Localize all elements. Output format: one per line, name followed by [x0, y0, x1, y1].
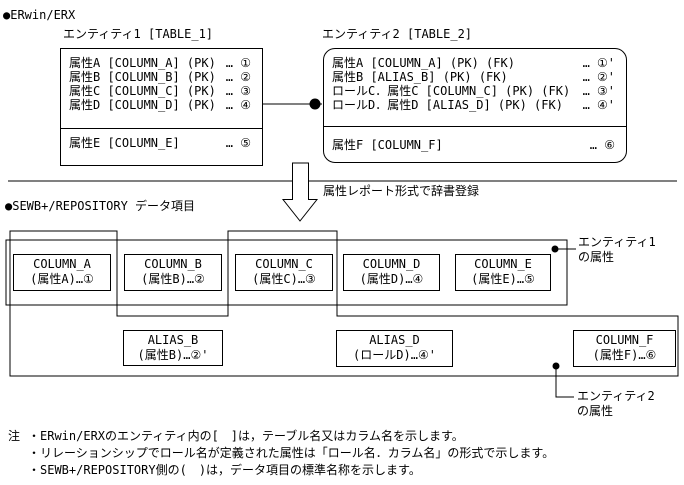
- data-item-label: (ロールD)…④': [353, 348, 436, 362]
- entity2-group-label: エンティティ2 の属性: [577, 389, 655, 419]
- attribute-ref: … ①: [225, 56, 251, 70]
- note-line: ・ERwin/ERXのエンティティ内の[ ]は，テーブル名又はカラム名を示します…: [28, 429, 464, 443]
- data-item-box-column-f: COLUMN_F (属性F)…⑥: [573, 330, 676, 367]
- attribute-text: ロールC．属性C [COLUMN_C] (PK) (FK): [332, 84, 571, 98]
- data-item-box-alias-b: ALIAS_B (属性B)…②': [123, 330, 223, 366]
- attribute-text: 属性D [COLUMN_D] (PK): [69, 98, 216, 112]
- entity2-row: 属性F [COLUMN_F] … ⑥: [324, 138, 626, 152]
- entity1-box: 属性A [COLUMN_A] (PK) … ① 属性B [COLUMN_B] (…: [60, 48, 263, 166]
- note-line: ・リレーションシップでロール名が定義された属性は「ロール名．カラム名」の形式で示…: [28, 446, 555, 460]
- attribute-text: 属性C [COLUMN_C] (PK): [69, 84, 216, 98]
- entity2-title: エンティティ2 [TABLE_2]: [322, 27, 473, 41]
- entity2-box: 属性A [COLUMN_A] (PK) (FK) … ①' 属性B [ALIAS…: [323, 48, 627, 163]
- data-item-name: COLUMN_B: [144, 257, 202, 271]
- attribute-text: ロールD．属性D [ALIAS_D] (PK) (FK): [332, 98, 563, 112]
- attribute-ref: … ③': [582, 84, 615, 98]
- data-item-box-alias-d: ALIAS_D (ロールD)…④': [336, 330, 453, 367]
- data-item-label: (属性C)…③: [252, 272, 316, 286]
- data-item-label: (属性A)…①: [30, 272, 94, 286]
- entity1-row: 属性A [COLUMN_A] (PK) … ①: [61, 56, 262, 70]
- entity2-key-divider: [324, 126, 626, 127]
- data-item-label: (属性E)…⑤: [471, 272, 535, 286]
- data-item-label: (属性D)…④: [359, 272, 424, 286]
- data-item-name: ALIAS_D: [369, 333, 420, 347]
- entity1-group-label-line1: エンティティ1: [578, 235, 656, 249]
- data-item-box-column-a: COLUMN_A (属性A)…①: [13, 254, 111, 291]
- data-item-label: (属性F)…⑥: [592, 348, 657, 362]
- entity1-title: エンティティ1 [TABLE_1]: [63, 27, 214, 41]
- data-item-box-column-b: COLUMN_B (属性B)…②: [124, 254, 222, 291]
- attribute-ref: … ②': [582, 70, 615, 84]
- entity1-row: 属性B [COLUMN_B] (PK) … ②: [61, 70, 262, 84]
- data-item-name: COLUMN_A: [33, 257, 91, 271]
- data-item-name: ALIAS_B: [147, 333, 199, 347]
- entity2-group-label-line1: エンティティ2: [577, 389, 655, 403]
- entity1-group-label: エンティティ1 の属性: [578, 235, 656, 265]
- attribute-text: 属性B [ALIAS_B] (PK) (FK): [332, 70, 508, 84]
- data-item-label: (属性B)…②: [141, 272, 205, 286]
- entity2-group-label-line2: の属性: [577, 404, 614, 418]
- entity1-key-divider: [61, 128, 262, 129]
- attribute-text: 属性A [COLUMN_A] (PK): [69, 56, 216, 70]
- relationship-dot-icon: [309, 98, 321, 110]
- entity2-row: 属性B [ALIAS_B] (PK) (FK) … ②': [324, 70, 626, 84]
- down-arrow-icon: [281, 162, 319, 222]
- entity2-row: ロールD．属性D [ALIAS_D] (PK) (FK) … ④': [324, 98, 626, 112]
- data-item-box-column-e: COLUMN_E (属性E)…⑤: [455, 254, 551, 291]
- note-line: ・SEWB+/REPOSITORY側の( )は，データ項目の標準名称を示します。: [28, 463, 421, 477]
- entity2-row: ロールC．属性C [COLUMN_C] (PK) (FK) … ③': [324, 84, 626, 98]
- note-marker: 注: [8, 429, 21, 443]
- sewb-section-heading: ●SEWB+/REPOSITORY データ項目: [5, 199, 196, 213]
- entity1-row: 属性C [COLUMN_C] (PK) … ③: [61, 84, 262, 98]
- entity2-row: 属性A [COLUMN_A] (PK) (FK) … ①': [324, 56, 626, 70]
- attribute-ref: … ④': [582, 98, 615, 112]
- transform-arrow-label: 属性レポート形式で辞書登録: [323, 184, 480, 198]
- attribute-text: 属性F [COLUMN_F]: [332, 138, 443, 152]
- entity2-attributes-group-outline: [9, 230, 679, 377]
- data-item-label: (属性B)…②': [137, 348, 209, 362]
- erwin-section-heading: ●ERwin/ERX: [3, 8, 76, 22]
- attribute-ref: … ③: [225, 84, 251, 98]
- entity1-row: 属性E [COLUMN_E] … ⑤: [61, 136, 262, 150]
- attribute-ref: … ⑤: [225, 136, 251, 150]
- attribute-text: 属性A [COLUMN_A] (PK) (FK): [332, 56, 515, 70]
- data-item-name: COLUMN_C: [255, 257, 313, 271]
- data-item-box-column-d: COLUMN_D (属性D)…④: [343, 254, 440, 291]
- attribute-ref: … ④: [225, 98, 251, 112]
- entity1-group-label-line2: の属性: [578, 250, 615, 264]
- attribute-ref: … ②: [225, 70, 251, 84]
- data-item-name: COLUMN_E: [474, 257, 532, 271]
- entity2-callout-line: [555, 366, 574, 398]
- entity1-row: 属性D [COLUMN_D] (PK) … ④: [61, 98, 262, 112]
- attribute-text: 属性E [COLUMN_E]: [69, 136, 180, 150]
- data-item-name: COLUMN_D: [362, 257, 421, 271]
- attribute-text: 属性B [COLUMN_B] (PK): [69, 70, 216, 84]
- data-item-name: COLUMN_F: [595, 333, 654, 347]
- data-item-box-column-c: COLUMN_C (属性C)…③: [235, 254, 333, 291]
- attribute-ref: … ⑥: [589, 138, 615, 152]
- attribute-ref: … ①': [582, 56, 615, 70]
- entity1-attributes-group-outline: [5, 239, 568, 306]
